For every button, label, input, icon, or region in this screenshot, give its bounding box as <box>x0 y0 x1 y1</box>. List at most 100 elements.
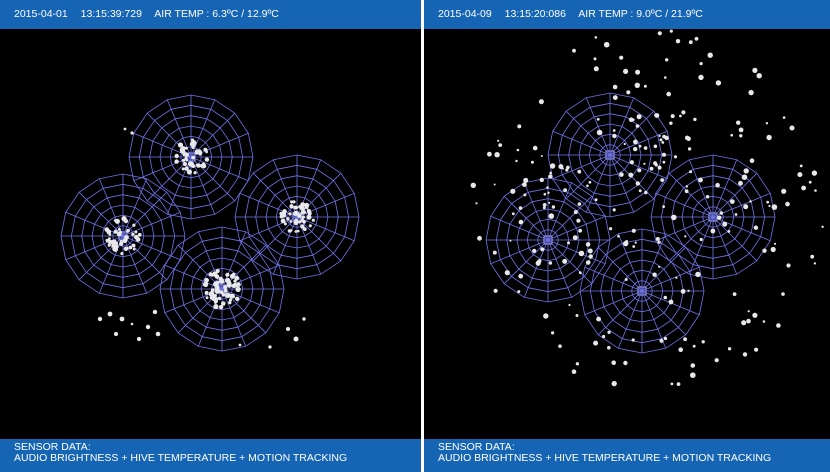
bee-particle <box>670 382 674 386</box>
bee-particle <box>155 331 161 337</box>
bee-particle <box>182 161 187 167</box>
web-spoke <box>547 239 606 265</box>
bee-particle <box>215 268 220 274</box>
bee-particle <box>532 248 537 253</box>
bee-particle <box>638 189 642 193</box>
bee-particle <box>210 288 215 292</box>
bee-particle <box>634 241 637 244</box>
bee-particle <box>132 247 136 251</box>
bee-particle <box>298 204 303 209</box>
web-spoke <box>641 233 667 292</box>
bee-particle <box>204 157 210 162</box>
left-hive-visualization <box>60 94 360 352</box>
bee-particle <box>577 169 582 174</box>
bee-particle <box>542 203 547 207</box>
bee-particle <box>283 222 287 226</box>
bee-particle <box>191 164 196 169</box>
bee-particle <box>128 245 133 250</box>
bee-particle <box>518 273 524 279</box>
left-time: 13:15:39:729 <box>80 8 142 20</box>
bee-particle <box>539 177 544 183</box>
bee-particle <box>202 162 205 166</box>
bee-particle <box>300 224 305 229</box>
web-spoke <box>712 216 758 262</box>
bee-particle <box>654 163 658 167</box>
bee-particle <box>813 262 817 265</box>
hive-web-2 <box>234 154 360 280</box>
bee-particle <box>762 320 766 323</box>
web-spoke <box>609 154 668 180</box>
web-spoke <box>609 130 668 156</box>
bee-particle <box>588 254 593 259</box>
bee-particle <box>655 237 660 241</box>
bee-particle <box>752 312 758 318</box>
bee-particle <box>113 241 119 246</box>
bee-particle <box>518 219 524 225</box>
bee-particle <box>107 244 111 247</box>
web-spoke <box>597 290 643 336</box>
bee-particle <box>509 239 512 242</box>
bee-particle <box>576 218 581 223</box>
bee-particle <box>180 149 184 154</box>
bee-particle <box>747 310 750 313</box>
bee-particle <box>717 80 721 84</box>
bee-particle <box>111 239 114 243</box>
bee-particle <box>107 239 113 244</box>
bee-particle <box>511 212 515 216</box>
bee-particle <box>548 261 553 265</box>
bee-particle <box>687 147 692 151</box>
bee-particle <box>770 246 776 253</box>
bee-particle <box>209 291 214 295</box>
bee-particle <box>766 134 772 141</box>
bee-particle <box>515 159 518 163</box>
bee-particle <box>487 151 492 157</box>
bee-particle <box>692 344 696 348</box>
web-spoke <box>122 235 148 294</box>
bee-particle <box>734 213 738 216</box>
hive-web-4 <box>159 226 285 352</box>
bee-particle <box>218 276 223 281</box>
bee-particle <box>633 146 638 152</box>
hive-center-marker <box>637 286 647 296</box>
bee-particle <box>294 218 299 223</box>
bee-particle <box>517 290 521 294</box>
bee-particle <box>475 202 478 205</box>
bee-particle <box>635 181 640 186</box>
web-spoke <box>641 266 700 292</box>
bee-particle <box>684 235 687 238</box>
web-spoke <box>609 110 655 156</box>
bee-particle <box>662 205 665 209</box>
bee-particle <box>690 372 696 379</box>
web-spoke <box>122 211 181 237</box>
bee-particle <box>136 336 142 342</box>
bee-particle <box>643 146 648 150</box>
bee-particle <box>470 182 476 188</box>
bee-particle <box>693 117 697 122</box>
bee-particle <box>762 248 767 253</box>
bee-particle <box>596 129 603 136</box>
bee-particle <box>289 229 293 232</box>
bee-particle <box>643 162 646 165</box>
bee-particle <box>628 172 634 178</box>
bee-particle <box>223 288 228 293</box>
bee-particle <box>131 243 136 248</box>
bee-particle <box>705 195 710 199</box>
bee-particle <box>204 290 209 295</box>
bee-particle <box>698 74 704 81</box>
web-spoke <box>503 195 549 241</box>
bee-particle <box>611 380 617 387</box>
bee-particle <box>680 289 686 294</box>
bee-particle <box>492 250 497 255</box>
web-spoke <box>712 159 738 218</box>
bee-particle <box>120 252 124 256</box>
bee-particle <box>732 292 737 296</box>
right-air-temp: AIR TEMP : 9.0ºC / 21.9ºC <box>578 8 703 20</box>
bee-particle <box>477 235 482 241</box>
bee-particle <box>225 277 231 284</box>
bee-particle <box>773 242 777 245</box>
bee-particle <box>612 208 616 212</box>
bee-particle <box>623 142 626 146</box>
web-spoke <box>584 266 643 292</box>
web-spoke <box>122 191 168 237</box>
bee-particle <box>562 167 564 170</box>
